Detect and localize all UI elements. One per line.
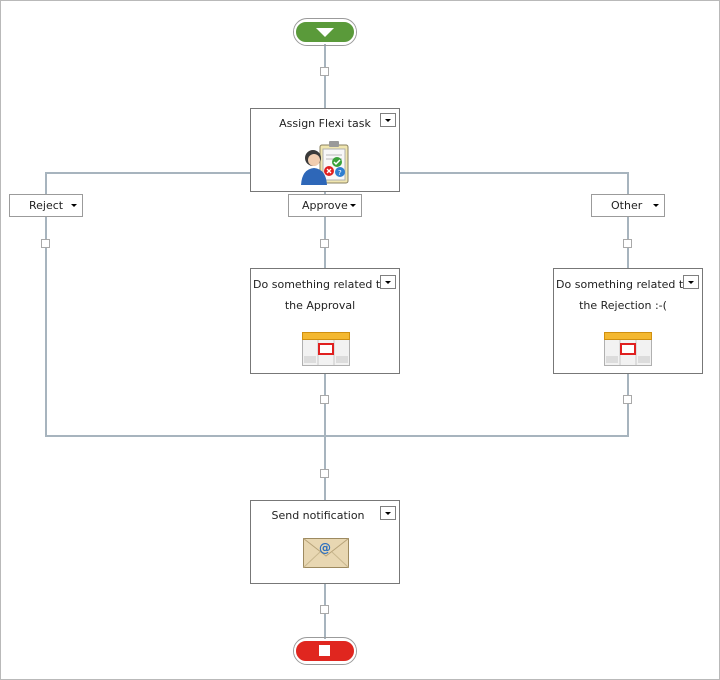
chevron-down-icon[interactable] (350, 204, 356, 207)
wire (324, 373, 326, 501)
wire (324, 191, 326, 272)
email-envelope-icon: @ (303, 538, 349, 568)
action-title: Do something related to (253, 278, 387, 291)
start-button[interactable] (294, 20, 356, 44)
action-title-line2: the Approval (284, 299, 356, 312)
insert-connector[interactable] (41, 239, 50, 248)
rejection-action[interactable]: Do something related to the Rejection :-… (553, 268, 703, 374)
send-notification-action[interactable]: Send notification @ (250, 500, 400, 584)
action-menu-dropdown[interactable] (380, 506, 396, 520)
wire (45, 435, 629, 437)
insert-connector[interactable] (320, 67, 329, 76)
wire (399, 172, 628, 174)
approval-action[interactable]: Do something related to the Approval (250, 268, 400, 374)
action-title: Send notification (271, 509, 365, 522)
insert-connector[interactable] (320, 395, 329, 404)
insert-connector[interactable] (623, 395, 632, 404)
action-title-line2: the Rejection :-( (579, 299, 667, 312)
wire (627, 172, 629, 272)
insert-connector[interactable] (320, 239, 329, 248)
action-menu-dropdown[interactable] (683, 275, 699, 289)
branch-label: Reject (29, 199, 64, 212)
assign-flexi-task-action[interactable]: Assign Flexi task ? (250, 108, 400, 192)
start-arrow-icon (316, 28, 334, 37)
chevron-down-icon[interactable] (71, 204, 77, 207)
wire (45, 172, 47, 437)
svg-text:@: @ (319, 541, 331, 555)
chevron-down-icon[interactable] (653, 204, 659, 207)
wire (45, 172, 251, 174)
flexi-task-icon: ? (301, 141, 349, 185)
insert-connector[interactable] (320, 605, 329, 614)
action-title: Do something related to (556, 278, 690, 291)
svg-text:?: ? (338, 169, 342, 177)
stop-square-icon (319, 645, 330, 656)
run-parallel-icon (604, 332, 652, 366)
branch-reject[interactable]: Reject (9, 194, 83, 217)
branch-label: Approve (302, 199, 348, 212)
insert-connector[interactable] (320, 469, 329, 478)
run-parallel-icon (302, 332, 350, 366)
branch-other[interactable]: Other (591, 194, 665, 217)
wire (324, 43, 326, 109)
branch-approve[interactable]: Approve (288, 194, 362, 217)
action-menu-dropdown[interactable] (380, 113, 396, 127)
wire (627, 373, 629, 437)
action-menu-dropdown[interactable] (380, 275, 396, 289)
branch-label: Other (611, 199, 643, 212)
start-terminal[interactable] (293, 18, 357, 46)
action-title: Assign Flexi task (279, 117, 371, 130)
end-button[interactable] (294, 639, 356, 663)
insert-connector[interactable] (623, 239, 632, 248)
end-terminal[interactable] (293, 637, 357, 665)
